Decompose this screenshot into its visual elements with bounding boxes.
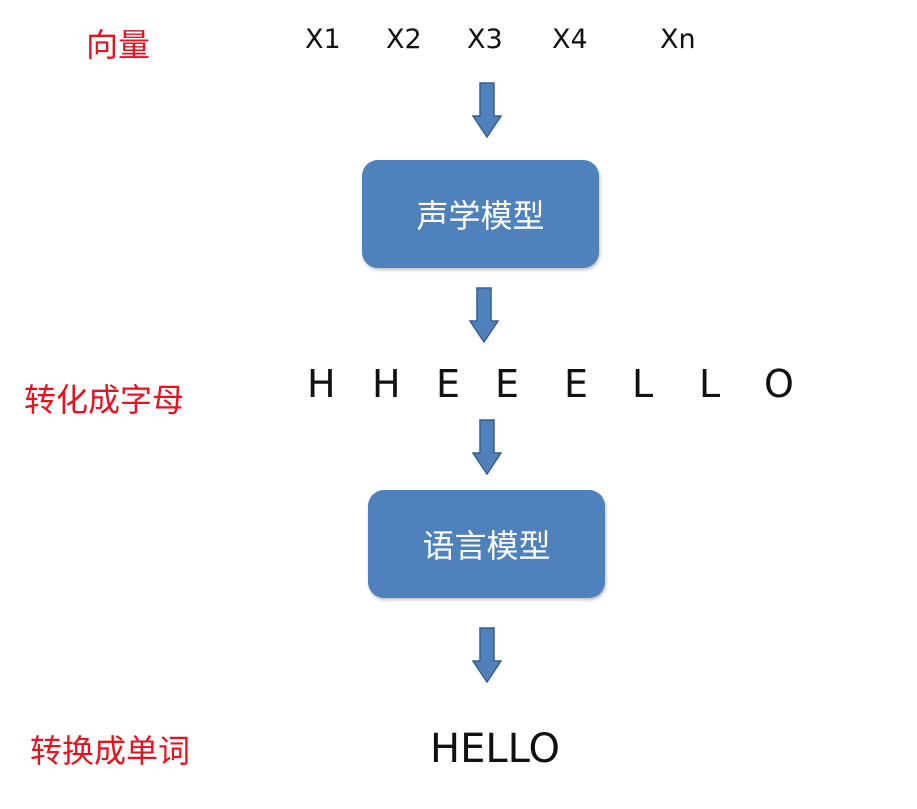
letter-h-1: H [307,362,336,406]
acoustic-model-box: 声学模型 [362,160,599,268]
vector-xn: Xn [660,24,696,55]
to-word-label: 转换成单词 [30,732,191,770]
language-model-box: 语言模型 [368,490,605,598]
vector-x4: X4 [552,24,588,55]
vector-label: 向量 [86,26,151,64]
letter-o: O [764,362,794,406]
result-word: HELLO [430,726,560,772]
down-arrow-icon [469,287,499,343]
language-model-label: 语言模型 [422,527,551,565]
down-arrow-icon [472,627,502,683]
vector-x2: X2 [386,24,422,55]
letter-e-2: E [495,362,520,406]
acoustic-model-label: 声学模型 [416,197,545,235]
letter-h-2: H [372,362,401,406]
down-arrow-icon [472,419,502,475]
to-letters-label: 转化成字母 [24,381,185,419]
down-arrow-icon [472,82,502,138]
letter-l-2: L [699,362,721,406]
vector-x1: X1 [305,24,341,55]
letter-l-1: L [632,362,654,406]
letter-e-1: E [436,362,461,406]
vector-x3: X3 [467,24,503,55]
letter-e-3: E [564,362,589,406]
